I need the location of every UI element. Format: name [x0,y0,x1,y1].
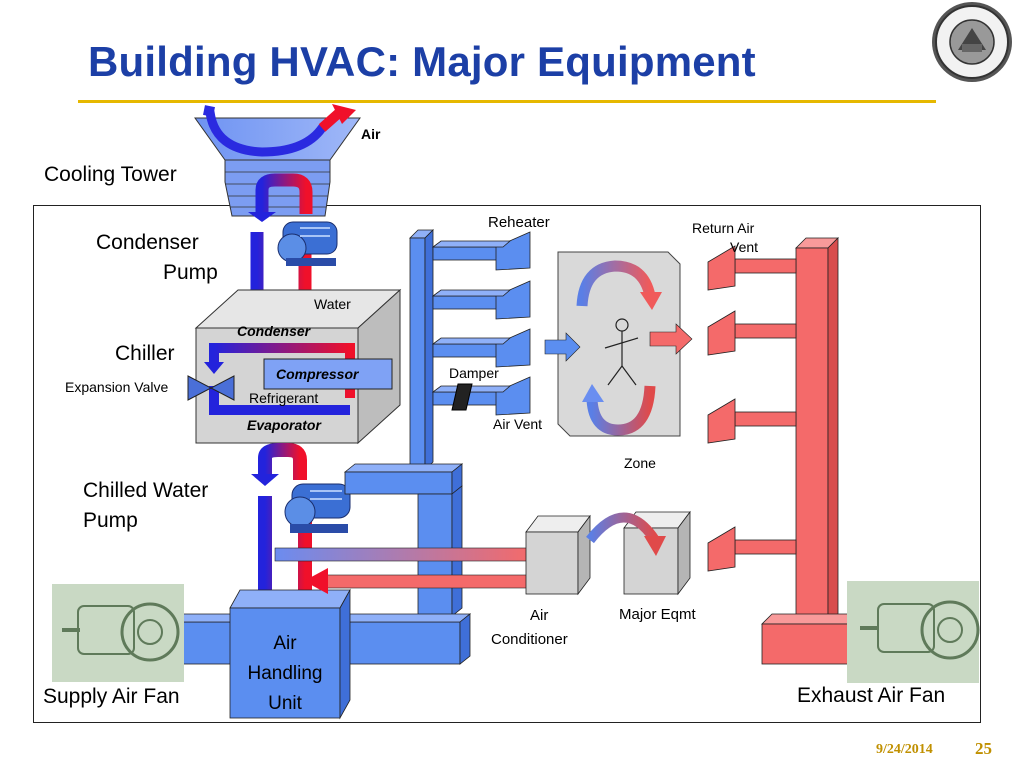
evaporator-label: Evaporator [247,417,321,433]
cooling-tower-label: Cooling Tower [44,163,177,186]
page-number: 25 [975,739,992,758]
reheater-label: Reheater [488,214,550,231]
chiller [194,288,402,445]
air-conditioner [525,514,591,596]
air-label: Air [361,126,381,142]
damper-label: Damper [449,365,499,381]
return-air-vent-label-line2: Vent [730,239,759,255]
fan-icon [52,584,184,682]
air-handling-unit-label-line2: Handling [247,663,323,684]
air-conditioner-label: Air [530,607,549,624]
return-air-duct [707,237,869,665]
chilled-water-pump-label: Chilled Water [83,479,209,502]
air-conditioner-loop [274,547,531,594]
chiller-label: Chiller [115,342,175,365]
building-frame [33,205,981,723]
title-underline [78,100,936,103]
person-icon [604,318,639,386]
water-label: Water [314,296,351,312]
air-conditioner-label-line2: Conditioner [491,631,568,648]
exhaust-air-fan-label: Exhaust Air Fan [797,684,946,707]
chilled-water-pump-label-line2: Pump [83,509,138,532]
pump-icon [277,221,338,266]
pump-icon [284,483,351,533]
air-vent-label: Air Vent [493,416,543,432]
condenser-label: Condenser [237,323,311,339]
slide-date: 9/24/2014 [876,742,933,757]
air-handling-unit-label-line3: Unit [268,693,302,714]
condenser-pump-label: Condenser [96,231,199,254]
condenser-pump-label-line2: Pump [163,261,218,284]
cooling-tower [194,104,361,217]
air-handling-unit-label: Air [273,633,297,654]
refrigerant-label: Refrigerant [249,390,319,406]
expansion-valve-label: Expansion Valve [65,379,169,395]
fan-icon [847,581,980,683]
zone-label: Zone [624,455,656,471]
university-seal-icon [932,2,1012,82]
expansion-valve-icon [187,375,235,401]
slide-title: Building HVAC: Major Equipment [88,38,756,85]
compressor-label: Compressor [276,366,359,382]
major-eqmt-label: Major Eqmt [619,606,696,623]
compressor-box [263,358,393,390]
damper-icon [451,383,473,411]
return-air-vent-label: Return Air [692,220,755,236]
heat-flow-arrow [586,512,666,556]
supply-air-fan-label: Supply Air Fan [43,685,180,708]
